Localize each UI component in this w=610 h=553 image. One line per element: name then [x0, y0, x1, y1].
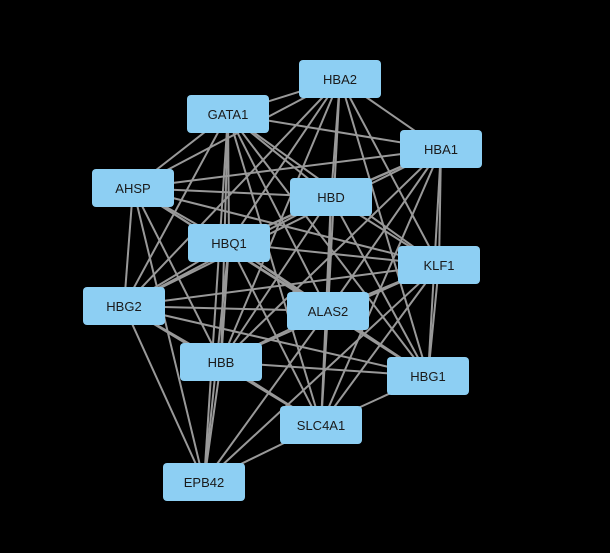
edge-gata1-epb42: [203, 113, 229, 483]
edge-gata1-alas2: [227, 113, 329, 312]
edge-alas2-epb42: [203, 310, 329, 483]
node-slc4a1[interactable]: SLC4A1: [280, 406, 362, 444]
node-alas2[interactable]: ALAS2: [287, 292, 369, 330]
edge-hbg2-hbg1: [123, 305, 429, 377]
edge-hba1-ahsp: [132, 148, 442, 189]
edge-ahsp-hbg2: [123, 187, 134, 307]
edge-hbd-hbb: [220, 196, 332, 363]
edge-hba2-hbg1: [339, 78, 429, 377]
edge-hbq1-slc4a1: [228, 242, 322, 426]
edge-ahsp-klf1: [132, 187, 440, 266]
node-klf1[interactable]: KLF1: [398, 246, 480, 284]
edge-hbg2-epb42: [123, 305, 205, 483]
node-hba1[interactable]: HBA1: [400, 130, 482, 168]
node-hbq1[interactable]: HBQ1: [188, 224, 270, 262]
edge-hbb-epb42: [203, 361, 222, 483]
node-hbd[interactable]: HBD: [290, 178, 372, 216]
node-ahsp[interactable]: AHSP: [92, 169, 174, 207]
edge-hba1-slc4a1: [320, 148, 442, 426]
edge-hbd-hbg1: [330, 196, 429, 377]
node-gata1[interactable]: GATA1: [187, 95, 269, 133]
edge-ahsp-epb42: [132, 187, 205, 483]
edge-gata1-slc4a1: [227, 113, 322, 426]
edge-klf1-hbg2: [123, 264, 440, 307]
node-hbb[interactable]: HBB: [180, 343, 262, 381]
node-epb42[interactable]: EPB42: [163, 463, 245, 501]
node-hba2[interactable]: HBA2: [299, 60, 381, 98]
edge-hba2-hbq1: [228, 78, 341, 244]
edge-hba1-hbg2: [123, 148, 442, 307]
edge-gata1-hbg2: [123, 113, 229, 307]
edge-hba1-hbb: [220, 148, 442, 363]
node-hbg2[interactable]: HBG2: [83, 287, 165, 325]
node-hbg1[interactable]: HBG1: [387, 357, 469, 395]
edge-klf1-epb42: [203, 264, 440, 483]
